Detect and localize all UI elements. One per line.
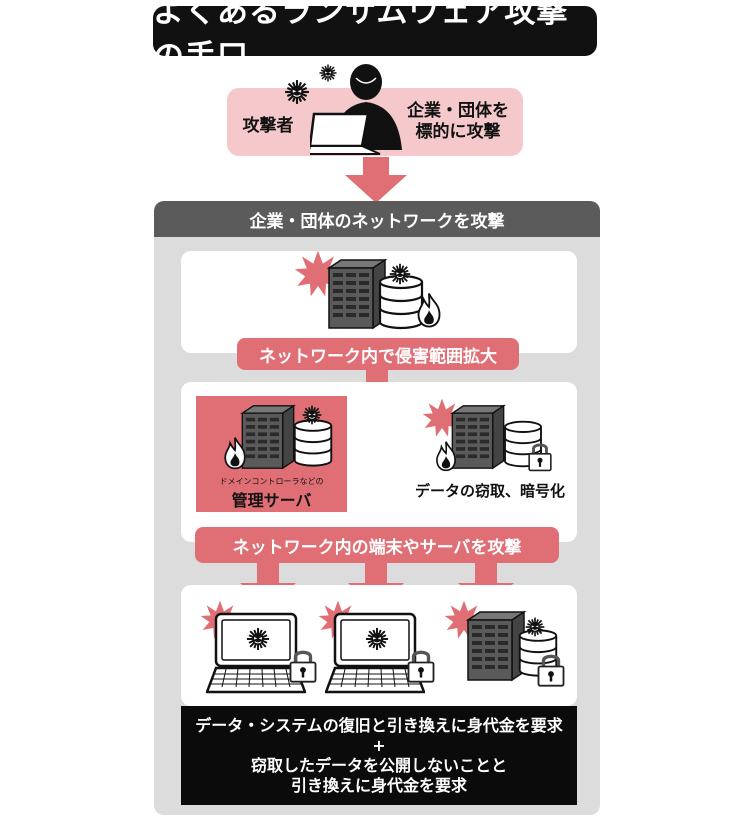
server-icon — [467, 611, 525, 681]
virus-icon — [525, 617, 545, 637]
demand-line1: データ・システムの復旧と引き換えに身代金を要求 — [195, 715, 563, 735]
page-title: よくあるランサムウェア攻撃の手口 — [153, 0, 597, 75]
attack-banner: ネットワーク内の端末やサーバを攻撃 — [195, 527, 559, 563]
attacker-action-line1: 企業・団体を — [407, 101, 509, 121]
fire-icon — [436, 440, 456, 472]
demand-plus: + — [372, 735, 386, 755]
virus-icon — [302, 405, 322, 425]
lock-icon — [527, 443, 553, 472]
admin-server-caption-small: ドメインコントローラなどの — [219, 477, 324, 486]
admin-server-caption: 管理サーバ — [231, 491, 312, 510]
virus-icon — [389, 263, 411, 285]
attacker-action: 企業・団体を 標的に攻撃 — [404, 101, 512, 143]
virus-icon — [246, 627, 270, 651]
lock-icon — [536, 654, 566, 688]
hacker-icon — [310, 64, 402, 155]
network-panel-header: 企業・団体のネットワークを攻撃 — [154, 201, 600, 237]
fire-icon — [417, 292, 441, 328]
demand-line3: 引き換えに身代金を要求 — [290, 775, 467, 795]
data-theft-caption: データの窃取、暗号化 — [414, 482, 565, 500]
fire-icon — [224, 436, 246, 470]
spread-banner: ネットワーク内で侵害範囲拡大 — [237, 338, 519, 370]
ransom-demand-box: データ・システムの復旧と引き換えに身代金を要求 + 窃取したデータを公開しないこ… — [181, 706, 577, 805]
lock-icon — [406, 650, 436, 684]
lock-icon — [288, 650, 318, 684]
attacker-label: 攻撃者 — [242, 116, 294, 136]
attacker-action-line2: 標的に攻撃 — [415, 122, 501, 142]
demand-line2: 窃取したデータを公開しないことと — [250, 755, 507, 775]
virus-icon — [284, 79, 310, 105]
virus-icon — [365, 627, 389, 651]
down-arrow — [345, 157, 407, 203]
